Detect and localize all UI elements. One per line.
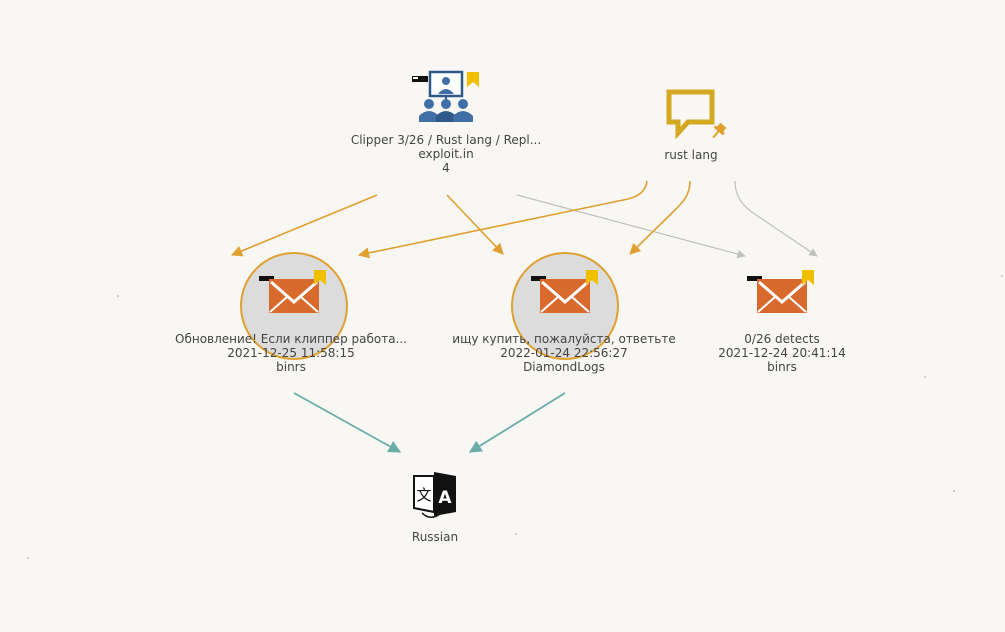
bookmark-icon <box>586 270 598 285</box>
pin-icon <box>712 122 727 139</box>
edge-thread-to-msg3 <box>516 194 746 259</box>
node-label-line: ищу купить, пожалуйста, ответьте <box>452 332 675 346</box>
node-label-line: 4 <box>442 161 450 175</box>
tag-chip <box>531 276 546 281</box>
edge-msg1-to-language <box>293 392 402 453</box>
node-label-line: Clipper 3/26 / Rust lang / Repl... <box>351 133 541 147</box>
node-label-line: binrs <box>276 360 306 374</box>
node-message-2[interactable]: ищу купить, пожалуйста, ответьте 2022-01… <box>452 252 676 374</box>
edge-topic-to-msg2 <box>629 180 691 255</box>
tag-chip <box>747 276 762 281</box>
speech-bubble-icon <box>666 89 715 140</box>
svg-text:文: 文 <box>416 486 431 504</box>
edge-topic-to-msg1 <box>357 180 648 259</box>
envelope-icon <box>757 279 807 313</box>
edges <box>230 180 818 453</box>
bookmark-icon <box>802 270 814 285</box>
node-label-line: DiamondLogs <box>523 360 605 374</box>
node-label-line: 0/26 detects <box>744 332 819 346</box>
node-forum-thread[interactable]: Clipper 3/26 / Rust lang / Repl... explo… <box>351 70 541 175</box>
envelope-icon <box>540 279 590 313</box>
node-label-line: rust lang <box>664 148 717 162</box>
edge-msg2-to-language <box>468 392 566 453</box>
node-topic[interactable]: rust lang <box>664 89 728 162</box>
translate-icon: 文 A <box>413 472 456 518</box>
tag-chip <box>259 276 274 281</box>
bookmark-icon <box>314 270 326 285</box>
node-label-line: 2022-01-24 22:56:27 <box>500 346 627 360</box>
edge-thread-to-msg1 <box>230 194 378 257</box>
group-meeting-icon <box>412 70 473 122</box>
node-label-line: exploit.in <box>418 147 473 161</box>
node-message-1[interactable]: Обновление! Если клиппер работа... 2021-… <box>175 252 407 374</box>
node-label-line: Russian <box>412 530 458 544</box>
node-label-line: 2021-12-24 20:41:14 <box>718 346 845 360</box>
node-label-line: 2021-12-25 11:58:15 <box>227 346 354 360</box>
svg-text:A: A <box>438 488 452 508</box>
envelope-icon <box>269 279 319 313</box>
node-label-line: binrs <box>767 360 797 374</box>
edge-thread-to-msg2 <box>446 194 504 255</box>
edge-topic-to-msg3 <box>734 180 818 257</box>
node-language[interactable]: 文 A Russian <box>412 472 458 544</box>
background-texture <box>27 275 1003 559</box>
node-label-line: Обновление! Если клиппер работа... <box>175 332 407 346</box>
node-message-3[interactable]: 0/26 detects 2021-12-24 20:41:14 binrs <box>718 270 846 374</box>
bookmark-icon <box>467 72 479 87</box>
